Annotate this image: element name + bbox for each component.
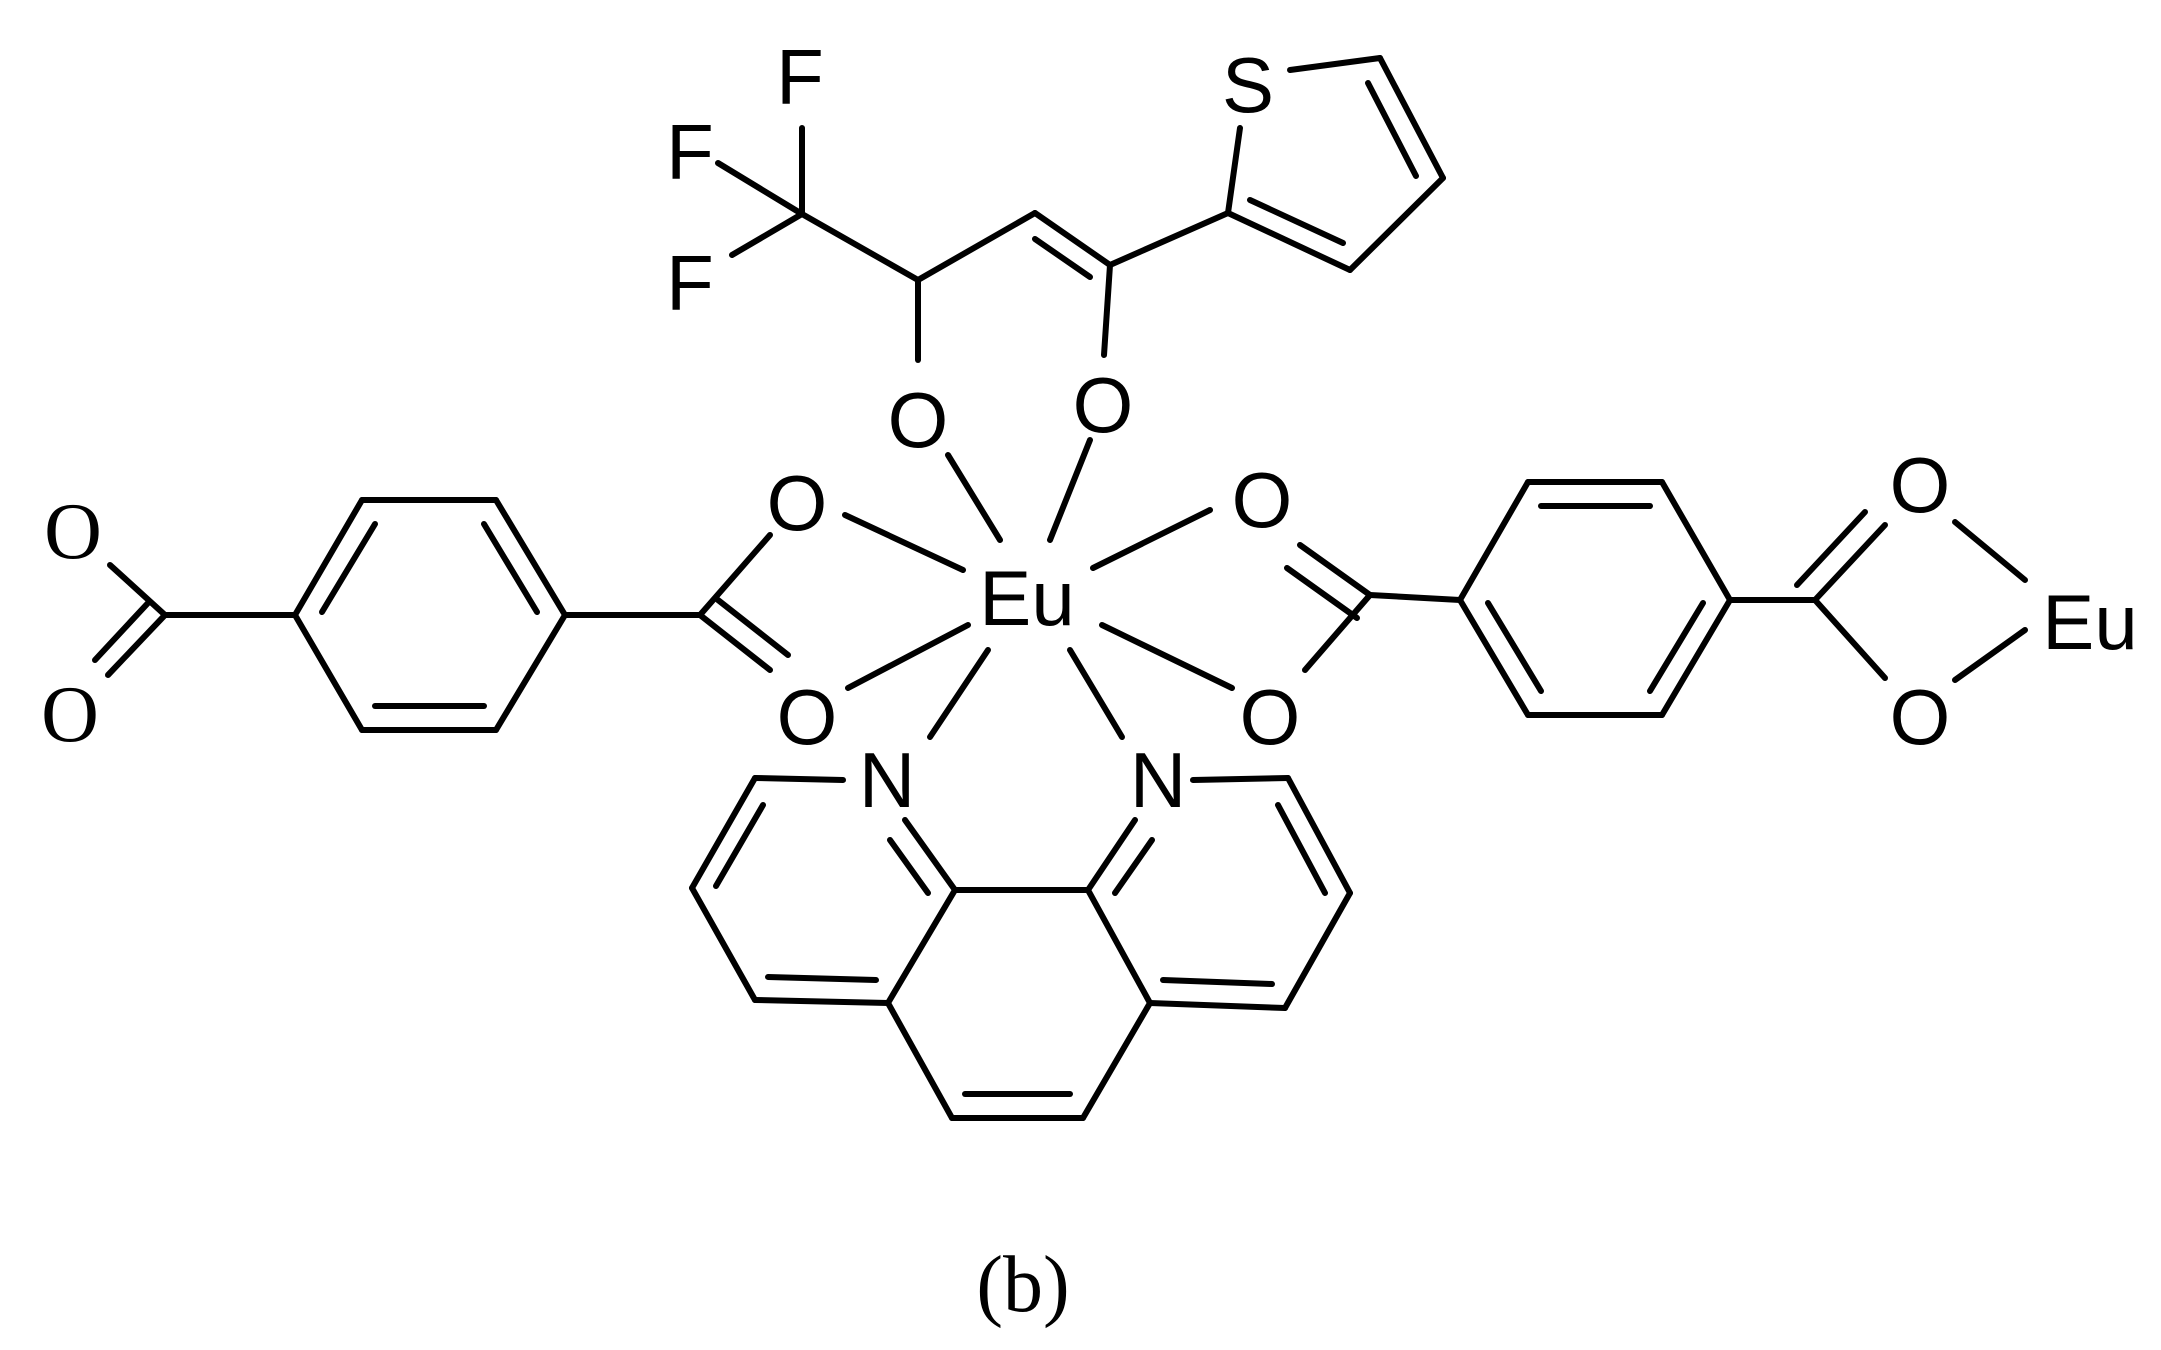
bond-left-carbox-o-bottom (697, 612, 773, 673)
bond-right-ring-6 (1457, 597, 1531, 718)
bond-phen-c4-c4a-inner (765, 974, 879, 983)
atom-eu-right: Eu (2042, 578, 2137, 666)
bond-phen-c9-c8-inner (1275, 802, 1328, 896)
coord-eu-o-tta-left (945, 452, 1003, 543)
bond-c-o-right (1101, 262, 1113, 358)
bond-right-ring-inner-c (1485, 600, 1544, 694)
atom-f2: F (666, 108, 714, 196)
bond-far-right-o-bottom-eu (1952, 627, 2028, 683)
bond-ch-ch (915, 210, 1038, 283)
bond-right-carbox-o-bottom (1302, 592, 1373, 673)
bond-right-ring-3 (1659, 479, 1733, 603)
bond-phen-c10a-c6a (1085, 887, 1153, 1006)
coord-eu-n-left (927, 647, 991, 740)
bond-phen-c4a-c5 (885, 1000, 955, 1121)
bond-left-ring-3 (292, 497, 365, 618)
coord-eu-o-carbox-left-top (842, 512, 966, 573)
bond-cf3-f3 (729, 211, 805, 258)
bond-thio-c3-c2-inner (1247, 197, 1346, 246)
bond-right-ring-4 (1659, 597, 1733, 718)
left-terephthalate-ligand (92, 497, 791, 733)
atom-labels: Eu Eu S F F F O O O O O O O O O O N N (41, 33, 2138, 824)
bond-far-right-o-bottom (1812, 597, 1888, 681)
atom-o-carbox-left-top: O (767, 459, 828, 547)
bond-left-ring-inner-a (481, 521, 540, 615)
bond-phen-c9-c8 (1285, 775, 1353, 896)
bond-phen-c3-c4 (689, 885, 758, 1003)
bond-phen-n1-c2 (752, 775, 846, 783)
atom-o-far-left-bottom: O (41, 671, 99, 759)
bond-left-ring-4 (292, 612, 365, 733)
bond-ch-c-double-inner (1032, 236, 1093, 280)
atom-o-carbox-right-bottom: O (1240, 673, 1301, 761)
bond-left-carbox-o-top (697, 532, 773, 618)
right-terephthalate-ligand (1284, 479, 2028, 718)
bond-ch-c-double (1032, 210, 1113, 268)
atom-o-carbox-right-top: O (1232, 456, 1293, 544)
bond-phen-c8-c7 (1282, 890, 1353, 1011)
bond-far-left-o-top (107, 562, 168, 618)
bond-right-carbox-ring (1367, 592, 1463, 603)
bond-phen-c7-c6a-inner (1160, 977, 1275, 987)
phenanthroline-ligand (689, 775, 1353, 1121)
coord-eu-o-tta-right (1047, 437, 1093, 543)
bond-phen-c6-c6a (1080, 1000, 1153, 1121)
bond-c-thienyl (1107, 210, 1231, 268)
bond-thio-c2-s (1225, 125, 1243, 216)
atom-s-thiophene: S (1222, 41, 1274, 129)
atom-o-tta-left: O (888, 376, 949, 464)
bond-phen-c10b-n1-inner (887, 837, 931, 896)
atom-o-far-right-bottom: O (1890, 673, 1951, 761)
bond-far-left-o-bottom (105, 612, 168, 678)
figure-caption: (b) (976, 1241, 1069, 1329)
bond-right-carbox-o-top-inner (1284, 565, 1360, 621)
atom-o-far-left-top: O (44, 488, 102, 576)
bond-phen-c10a-n10 (1085, 817, 1138, 893)
bond-phen-n10-c9 (1190, 775, 1291, 783)
atom-o-carbox-left-bottom: O (777, 673, 838, 761)
bond-cf3-f2 (715, 160, 805, 217)
coord-eu-o-carbox-left-bottom (845, 622, 971, 691)
bond-phen-c7-c6a (1147, 1000, 1288, 1011)
bond-thio-s-c5 (1287, 55, 1383, 73)
bond-far-right-o-top-inner (1794, 509, 1868, 588)
coord-eu-o-carbox-right-top (1090, 507, 1213, 571)
bond-far-right-o-top-eu (1952, 519, 2028, 583)
atom-n-left: N (859, 736, 915, 824)
bond-right-ring-inner-b (1647, 600, 1706, 694)
bond-phen-c10b-n1 (902, 817, 958, 893)
bond-phen-c4a-c10b (885, 887, 958, 1006)
coord-eu-n-right (1067, 647, 1125, 740)
atom-eu-center: Eu (979, 554, 1074, 642)
atom-o-far-right-top: O (1890, 441, 1951, 529)
bond-far-left-o-bottom-inner (92, 600, 151, 663)
bond-right-ring-1 (1457, 479, 1531, 603)
bond-thio-c5-c4 (1377, 55, 1446, 181)
bond-thio-c4-c3 (1347, 175, 1446, 273)
bond-thio-c5-c4-inner (1365, 80, 1419, 179)
bond-right-carbox-o-top (1297, 542, 1373, 598)
bond-cf3-ch (799, 211, 921, 283)
bond-phen-c10a-n10-inner (1112, 837, 1155, 896)
bond-phen-c4-c4a (752, 997, 891, 1006)
bond-far-right-o-top (1812, 522, 1888, 603)
bond-left-ring-6 (493, 612, 568, 733)
coord-eu-o-carbox-right-bottom (1099, 622, 1235, 691)
atom-f1: F (776, 33, 824, 121)
bond-thio-c3-c2 (1225, 210, 1353, 273)
bond-left-carbox-o-bottom-inner (715, 597, 791, 658)
coordination-bonds (842, 437, 1235, 740)
atom-n-right: N (1130, 736, 1186, 824)
bond-phen-c2-c3-inner (713, 802, 766, 889)
atom-f3: F (666, 239, 714, 327)
tta-ligand (715, 55, 1446, 363)
bond-left-ring-1 (493, 497, 568, 618)
bond-phen-c2-c3 (689, 775, 758, 891)
atom-o-tta-right: O (1073, 361, 1134, 449)
bond-left-ring-inner-b (319, 521, 378, 615)
